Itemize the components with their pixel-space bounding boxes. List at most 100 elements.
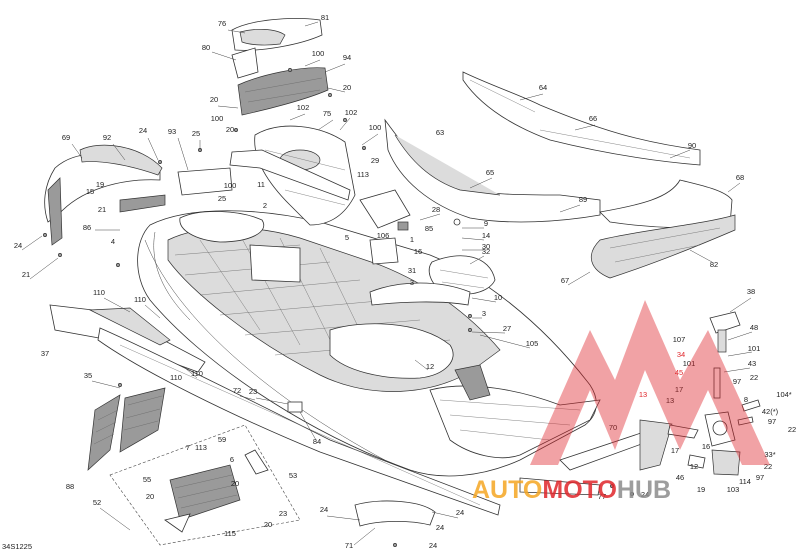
callout-label: 7 <box>186 443 190 452</box>
callout-label: 19 <box>96 180 104 189</box>
callout-label: 17 <box>671 446 679 455</box>
callout-label: 77 <box>598 492 606 501</box>
callout-label: 63 <box>436 128 444 137</box>
callout-label: 103 <box>727 485 740 494</box>
callout-label: 20 <box>226 125 234 134</box>
callout-label: 22 <box>750 373 758 382</box>
callout-label: 110 <box>191 369 203 378</box>
callout-label: 30 <box>482 242 490 251</box>
callout-label: 90 <box>688 141 696 150</box>
callout-label: 20 <box>146 492 154 501</box>
callout-label: 24 <box>320 505 328 514</box>
callout-label: 100 <box>224 181 237 190</box>
callout-label: 24 <box>436 523 444 532</box>
callout-label: 12 <box>690 462 698 471</box>
callout-label: 101 <box>683 359 696 368</box>
callout-label: 82 <box>710 260 718 269</box>
callout-label: 23 <box>249 387 257 396</box>
callout-label: 32 <box>482 247 490 256</box>
watermark-part2: MOTO <box>542 476 617 504</box>
callout-label: 20 <box>210 95 218 104</box>
callout-label: 89 <box>579 195 587 204</box>
callout-label: 52 <box>93 498 101 507</box>
fasteners <box>43 68 634 547</box>
callout-label: 69 <box>62 133 70 142</box>
callout-label: 31 <box>408 266 416 275</box>
bottom-rail <box>354 500 436 527</box>
callout-label: 94 <box>343 53 351 62</box>
callout-label: 42(*) <box>762 407 779 416</box>
callout-label: 20 <box>343 83 351 92</box>
callout-label: 88 <box>66 482 74 491</box>
callout-label: 84 <box>313 437 321 446</box>
storage-components <box>359 189 496 306</box>
callout-label: 22 <box>764 462 772 471</box>
callout-label: 3 <box>410 278 414 287</box>
callout-label: 113 <box>195 443 207 452</box>
rear-rails <box>519 419 673 496</box>
callout-label: 86 <box>83 223 91 232</box>
callout-label: 65 <box>486 168 494 177</box>
leader-lines <box>21 21 753 546</box>
callout-label: 104* <box>776 390 792 399</box>
callout-label: 16 <box>702 442 710 451</box>
detail-inset <box>109 424 301 546</box>
hull-deck <box>137 210 601 479</box>
callout-label: 76 <box>218 19 226 28</box>
drawing-reference: 34S1225 <box>2 542 32 551</box>
callout-label: 10 <box>494 293 502 302</box>
callout-label: 4 <box>111 237 115 246</box>
callout-label: 97 <box>756 473 764 482</box>
callout-label: 13 <box>666 396 674 405</box>
callout-label: 102 <box>345 108 358 117</box>
callout-label: 5 <box>345 233 349 242</box>
callout-label: 43 <box>748 359 756 368</box>
front-hood <box>229 125 356 226</box>
callout-label: 2 <box>263 201 267 210</box>
callout-label: 19 <box>697 485 705 494</box>
callout-label: 3 <box>482 309 486 318</box>
callout-label: 53 <box>289 471 297 480</box>
callout-label: 34 <box>677 350 685 359</box>
watermark-part1: AUTO <box>472 476 542 504</box>
callout-label: 24 <box>456 508 464 517</box>
callout-label: 100 <box>211 114 224 123</box>
callout-label: 80 <box>202 43 210 52</box>
callout-label: 25 <box>218 194 226 203</box>
callout-label: 33* <box>764 450 775 459</box>
watermark-logo <box>530 300 770 465</box>
callout-label: 67 <box>561 276 569 285</box>
callout-label: 14 <box>482 231 490 240</box>
callout-label: 66 <box>589 114 597 123</box>
callout-label: 101 <box>748 344 761 353</box>
callout-label: 75 <box>323 109 331 118</box>
callout-label: 105 <box>526 339 539 348</box>
callout-label: 64 <box>539 83 547 92</box>
callout-label: 17 <box>675 385 683 394</box>
callout-label: 72 <box>233 386 241 395</box>
callout-label: 16 <box>414 247 422 256</box>
callout-label: 97 <box>733 377 741 386</box>
callout-label: 81 <box>321 13 329 22</box>
callout-label: 110 <box>170 373 182 382</box>
callout-label: 6 <box>230 455 234 464</box>
callout-label: 9 <box>484 219 488 228</box>
left-rub-rail <box>49 304 501 516</box>
callout-label: 113 <box>357 170 369 179</box>
callout-label: 25 <box>192 129 200 138</box>
callout-label: 1 <box>410 235 414 244</box>
callout-label: 115 <box>224 529 236 538</box>
callout-label: 21 <box>98 205 106 214</box>
callout-label: 71 <box>345 541 353 550</box>
svg-text:AUTOMOTOHUB: AUTOMOTOHUB <box>472 476 671 504</box>
callout-label: 92 <box>103 133 111 142</box>
callout-label: 93 <box>168 127 176 136</box>
callout-label: 12 <box>426 362 434 371</box>
left-side-panels <box>44 144 233 246</box>
callout-label: 70 <box>609 423 617 432</box>
callout-label: 38 <box>747 287 755 296</box>
watermark-part3: HUB <box>617 476 671 504</box>
callout-label: 100 <box>369 123 382 132</box>
callout-label: 15 <box>86 187 94 196</box>
callout-label: 29 <box>371 156 379 165</box>
